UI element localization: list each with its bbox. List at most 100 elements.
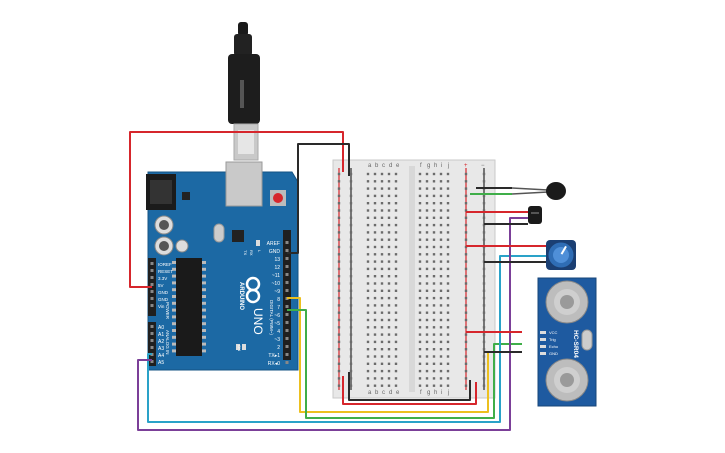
breadboard-hole[interactable] xyxy=(387,333,391,336)
breadboard-hole[interactable] xyxy=(425,267,429,271)
breadboard-hole[interactable] xyxy=(380,289,384,292)
digital-header-hole[interactable] xyxy=(285,265,289,268)
breadboard-hole[interactable] xyxy=(373,231,377,234)
breadboard-hole[interactable] xyxy=(432,326,436,329)
breadboard-hole[interactable] xyxy=(380,348,384,351)
breadboard-hole[interactable] xyxy=(425,245,429,249)
breadboard-hole[interactable] xyxy=(482,289,486,292)
breadboard-hole[interactable] xyxy=(425,384,429,387)
breadboard-hole[interactable] xyxy=(439,216,443,219)
breadboard-hole[interactable] xyxy=(432,377,436,380)
breadboard-hole[interactable] xyxy=(425,355,429,358)
breadboard-hole[interactable] xyxy=(482,340,486,344)
breadboard-hole[interactable] xyxy=(349,311,353,314)
breadboard-hole[interactable] xyxy=(349,355,353,358)
breadboard-hole[interactable] xyxy=(394,172,398,176)
breadboard-hole[interactable] xyxy=(439,238,443,241)
breadboard-hole[interactable] xyxy=(439,202,443,205)
breadboard-hole[interactable] xyxy=(349,384,353,387)
breadboard-hole[interactable] xyxy=(337,333,341,336)
breadboard-hole[interactable] xyxy=(446,231,450,234)
breadboard-hole[interactable] xyxy=(337,253,341,256)
breadboard-hole[interactable] xyxy=(380,209,384,212)
breadboard-hole[interactable] xyxy=(464,296,468,300)
breadboard-hole[interactable] xyxy=(432,384,436,387)
breadboard-hole[interactable] xyxy=(387,348,391,351)
breadboard-hole[interactable] xyxy=(418,194,422,198)
breadboard-hole[interactable] xyxy=(439,253,443,256)
digital-header-hole[interactable] xyxy=(285,305,289,308)
breadboard-hole[interactable] xyxy=(337,260,341,263)
breadboard-hole[interactable] xyxy=(394,187,398,190)
breadboard-hole[interactable] xyxy=(337,194,341,198)
breadboard-hole[interactable] xyxy=(418,238,422,241)
breadboard-hole[interactable] xyxy=(425,194,429,198)
breadboard-hole[interactable] xyxy=(446,209,450,212)
breadboard-hole[interactable] xyxy=(446,369,450,373)
breadboard-hole[interactable] xyxy=(349,275,353,278)
wire-gnd[interactable] xyxy=(287,143,350,254)
breadboard-hole[interactable] xyxy=(432,296,436,300)
breadboard-hole[interactable] xyxy=(446,202,450,205)
breadboard-hole[interactable] xyxy=(425,231,429,234)
breadboard-hole[interactable] xyxy=(432,282,436,285)
breadboard-hole[interactable] xyxy=(439,282,443,285)
breadboard-hole[interactable] xyxy=(366,384,370,387)
breadboard-hole[interactable] xyxy=(482,348,486,351)
breadboard-hole[interactable] xyxy=(446,340,450,344)
breadboard-hole[interactable] xyxy=(446,384,450,387)
breadboard-hole[interactable] xyxy=(446,238,450,241)
breadboard-hole[interactable] xyxy=(387,311,391,314)
breadboard-hole[interactable] xyxy=(482,238,486,241)
breadboard-hole[interactable] xyxy=(373,180,377,183)
breadboard-hole[interactable] xyxy=(380,377,384,380)
breadboard-hole[interactable] xyxy=(464,318,468,322)
analog-header-hole[interactable] xyxy=(150,339,154,342)
breadboard-hole[interactable] xyxy=(446,282,450,285)
breadboard-hole[interactable] xyxy=(337,377,341,380)
breadboard-hole[interactable] xyxy=(349,202,353,205)
breadboard-hole[interactable] xyxy=(432,209,436,212)
breadboard-hole[interactable] xyxy=(337,384,341,387)
breadboard-hole[interactable] xyxy=(432,369,436,373)
breadboard-hole[interactable] xyxy=(464,333,468,336)
breadboard-hole[interactable] xyxy=(432,318,436,322)
breadboard-hole[interactable] xyxy=(425,369,429,373)
breadboard-hole[interactable] xyxy=(366,304,370,307)
breadboard-hole[interactable] xyxy=(366,369,370,373)
breadboard-hole[interactable] xyxy=(418,223,422,227)
breadboard-hole[interactable] xyxy=(425,180,429,183)
breadboard-hole[interactable] xyxy=(418,275,422,278)
power-header-hole[interactable] xyxy=(150,304,154,307)
breadboard-hole[interactable] xyxy=(482,377,486,380)
breadboard-hole[interactable] xyxy=(394,304,398,307)
breadboard-hole[interactable] xyxy=(366,231,370,234)
breadboard-hole[interactable] xyxy=(464,326,468,329)
breadboard-hole[interactable] xyxy=(439,223,443,227)
microphone-sensor[interactable] xyxy=(511,182,566,200)
breadboard-hole[interactable] xyxy=(387,253,391,256)
breadboard-hole[interactable] xyxy=(387,202,391,205)
breadboard-hole[interactable] xyxy=(482,172,486,176)
breadboard-hole[interactable] xyxy=(387,296,391,300)
breadboard-hole[interactable] xyxy=(366,238,370,241)
breadboard-hole[interactable] xyxy=(394,253,398,256)
breadboard-hole[interactable] xyxy=(482,194,486,198)
breadboard-hole[interactable] xyxy=(394,216,398,219)
breadboard-hole[interactable] xyxy=(464,311,468,314)
breadboard-hole[interactable] xyxy=(387,267,391,271)
breadboard-hole[interactable] xyxy=(380,275,384,278)
breadboard-hole[interactable] xyxy=(464,275,468,278)
breadboard-hole[interactable] xyxy=(418,202,422,205)
breadboard-hole[interactable] xyxy=(337,311,341,314)
breadboard-hole[interactable] xyxy=(425,172,429,176)
breadboard-hole[interactable] xyxy=(337,318,341,322)
breadboard-hole[interactable] xyxy=(446,172,450,176)
breadboard-hole[interactable] xyxy=(446,304,450,307)
breadboard-hole[interactable] xyxy=(394,231,398,234)
digital-header-hole[interactable] xyxy=(285,313,289,316)
breadboard-hole[interactable] xyxy=(366,180,370,183)
breadboard-hole[interactable] xyxy=(446,326,450,329)
breadboard-hole[interactable] xyxy=(373,369,377,373)
breadboard-hole[interactable] xyxy=(418,216,422,219)
